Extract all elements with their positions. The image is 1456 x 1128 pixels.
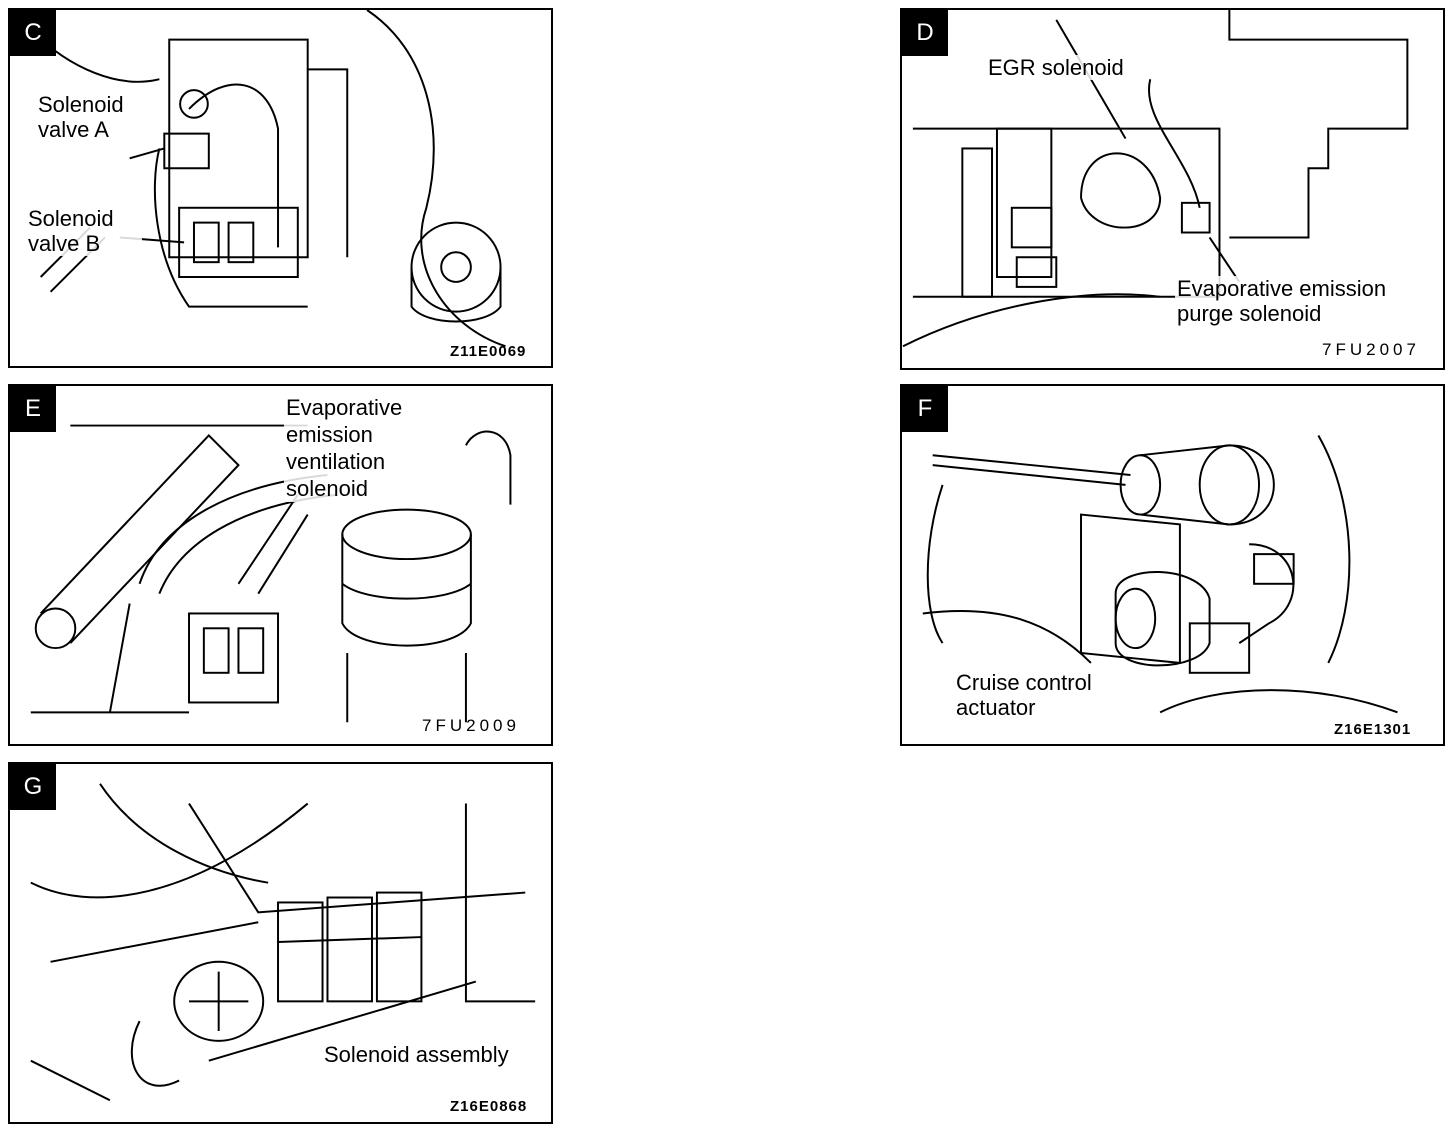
- panel-e: E Evaporative emission ventilation solen…: [8, 384, 553, 746]
- figure-code-g: Z16E0868: [450, 1098, 528, 1115]
- label-solenoid-assembly: Solenoid assembly: [322, 1042, 511, 1067]
- engine-illustration-g: [30, 783, 536, 1102]
- engine-illustration-c: [30, 10, 506, 348]
- panel-g: G Solenoid assembly Z16E0868: [8, 762, 553, 1124]
- label-evap-purge-solenoid: Evaporative emission purge solenoid: [1175, 276, 1443, 326]
- figure-code-f: Z16E1301: [1334, 721, 1412, 738]
- panel-letter-e: E: [10, 386, 56, 432]
- label-solenoid-valve-a: Solenoid valve A: [36, 92, 152, 142]
- figure-code-c: Z11E0069: [450, 343, 527, 360]
- panel-d: D EGR solenoid Evaporative emission purg…: [900, 8, 1445, 370]
- engine-illustration-f: [922, 434, 1398, 714]
- figure-code-d: 7FU2007: [1322, 340, 1420, 359]
- panel-c: C Solenoid valve A Solenoid valve B Z11E…: [8, 8, 553, 368]
- panel-letter-g: G: [10, 764, 56, 810]
- label-egr-solenoid: EGR solenoid: [986, 55, 1126, 80]
- figure-code-e: 7FU2009: [422, 716, 520, 735]
- label-evap-ventilation-solenoid: Evaporative emission ventilation solenoi…: [284, 394, 428, 502]
- label-solenoid-valve-b: Solenoid valve B: [26, 206, 142, 256]
- label-cruise-control-actuator: Cruise control actuator: [954, 670, 1113, 720]
- panel-letter-f: F: [902, 386, 948, 432]
- panel-letter-c: C: [10, 10, 56, 56]
- panel-letter-d: D: [902, 10, 948, 56]
- panel-f: F Cruise control actuator Z16E1301: [900, 384, 1445, 746]
- engine-illustration-e: [30, 424, 512, 723]
